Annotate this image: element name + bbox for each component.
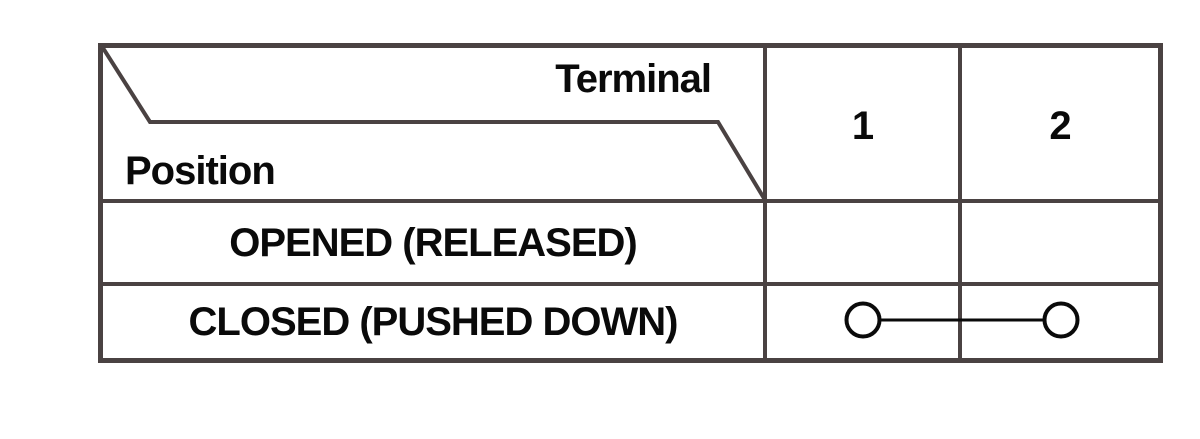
closed-row-label: CLOSED (PUSHED DOWN) [188,300,679,344]
terminal-connection-table: Terminal Position 1 2 OPENED (RELEASED) … [98,43,1163,363]
corner-header-cell: Terminal Position [103,48,763,199]
closed-terminal-2-cell [962,286,1158,358]
terminal-1-label: 1 [851,103,874,148]
row-closed: CLOSED (PUSHED DOWN) [103,286,763,358]
terminal-2-label: 2 [1049,103,1071,148]
terminal-column-header-2: 2 [962,48,1158,199]
row-divider-header-opened [103,199,1158,203]
terminal-column-header-1: 1 [767,48,958,199]
closed-terminal-1-cell [767,286,958,358]
terminal-header-label: Terminal [555,57,712,101]
column-divider-1-2 [958,48,962,358]
opened-row-label: OPENED (RELEASED) [229,220,637,265]
column-divider-position-1 [763,48,767,358]
position-header-label: Position [125,149,276,193]
row-opened: OPENED (RELEASED) [103,203,763,282]
row-divider-opened-closed [103,282,1158,286]
